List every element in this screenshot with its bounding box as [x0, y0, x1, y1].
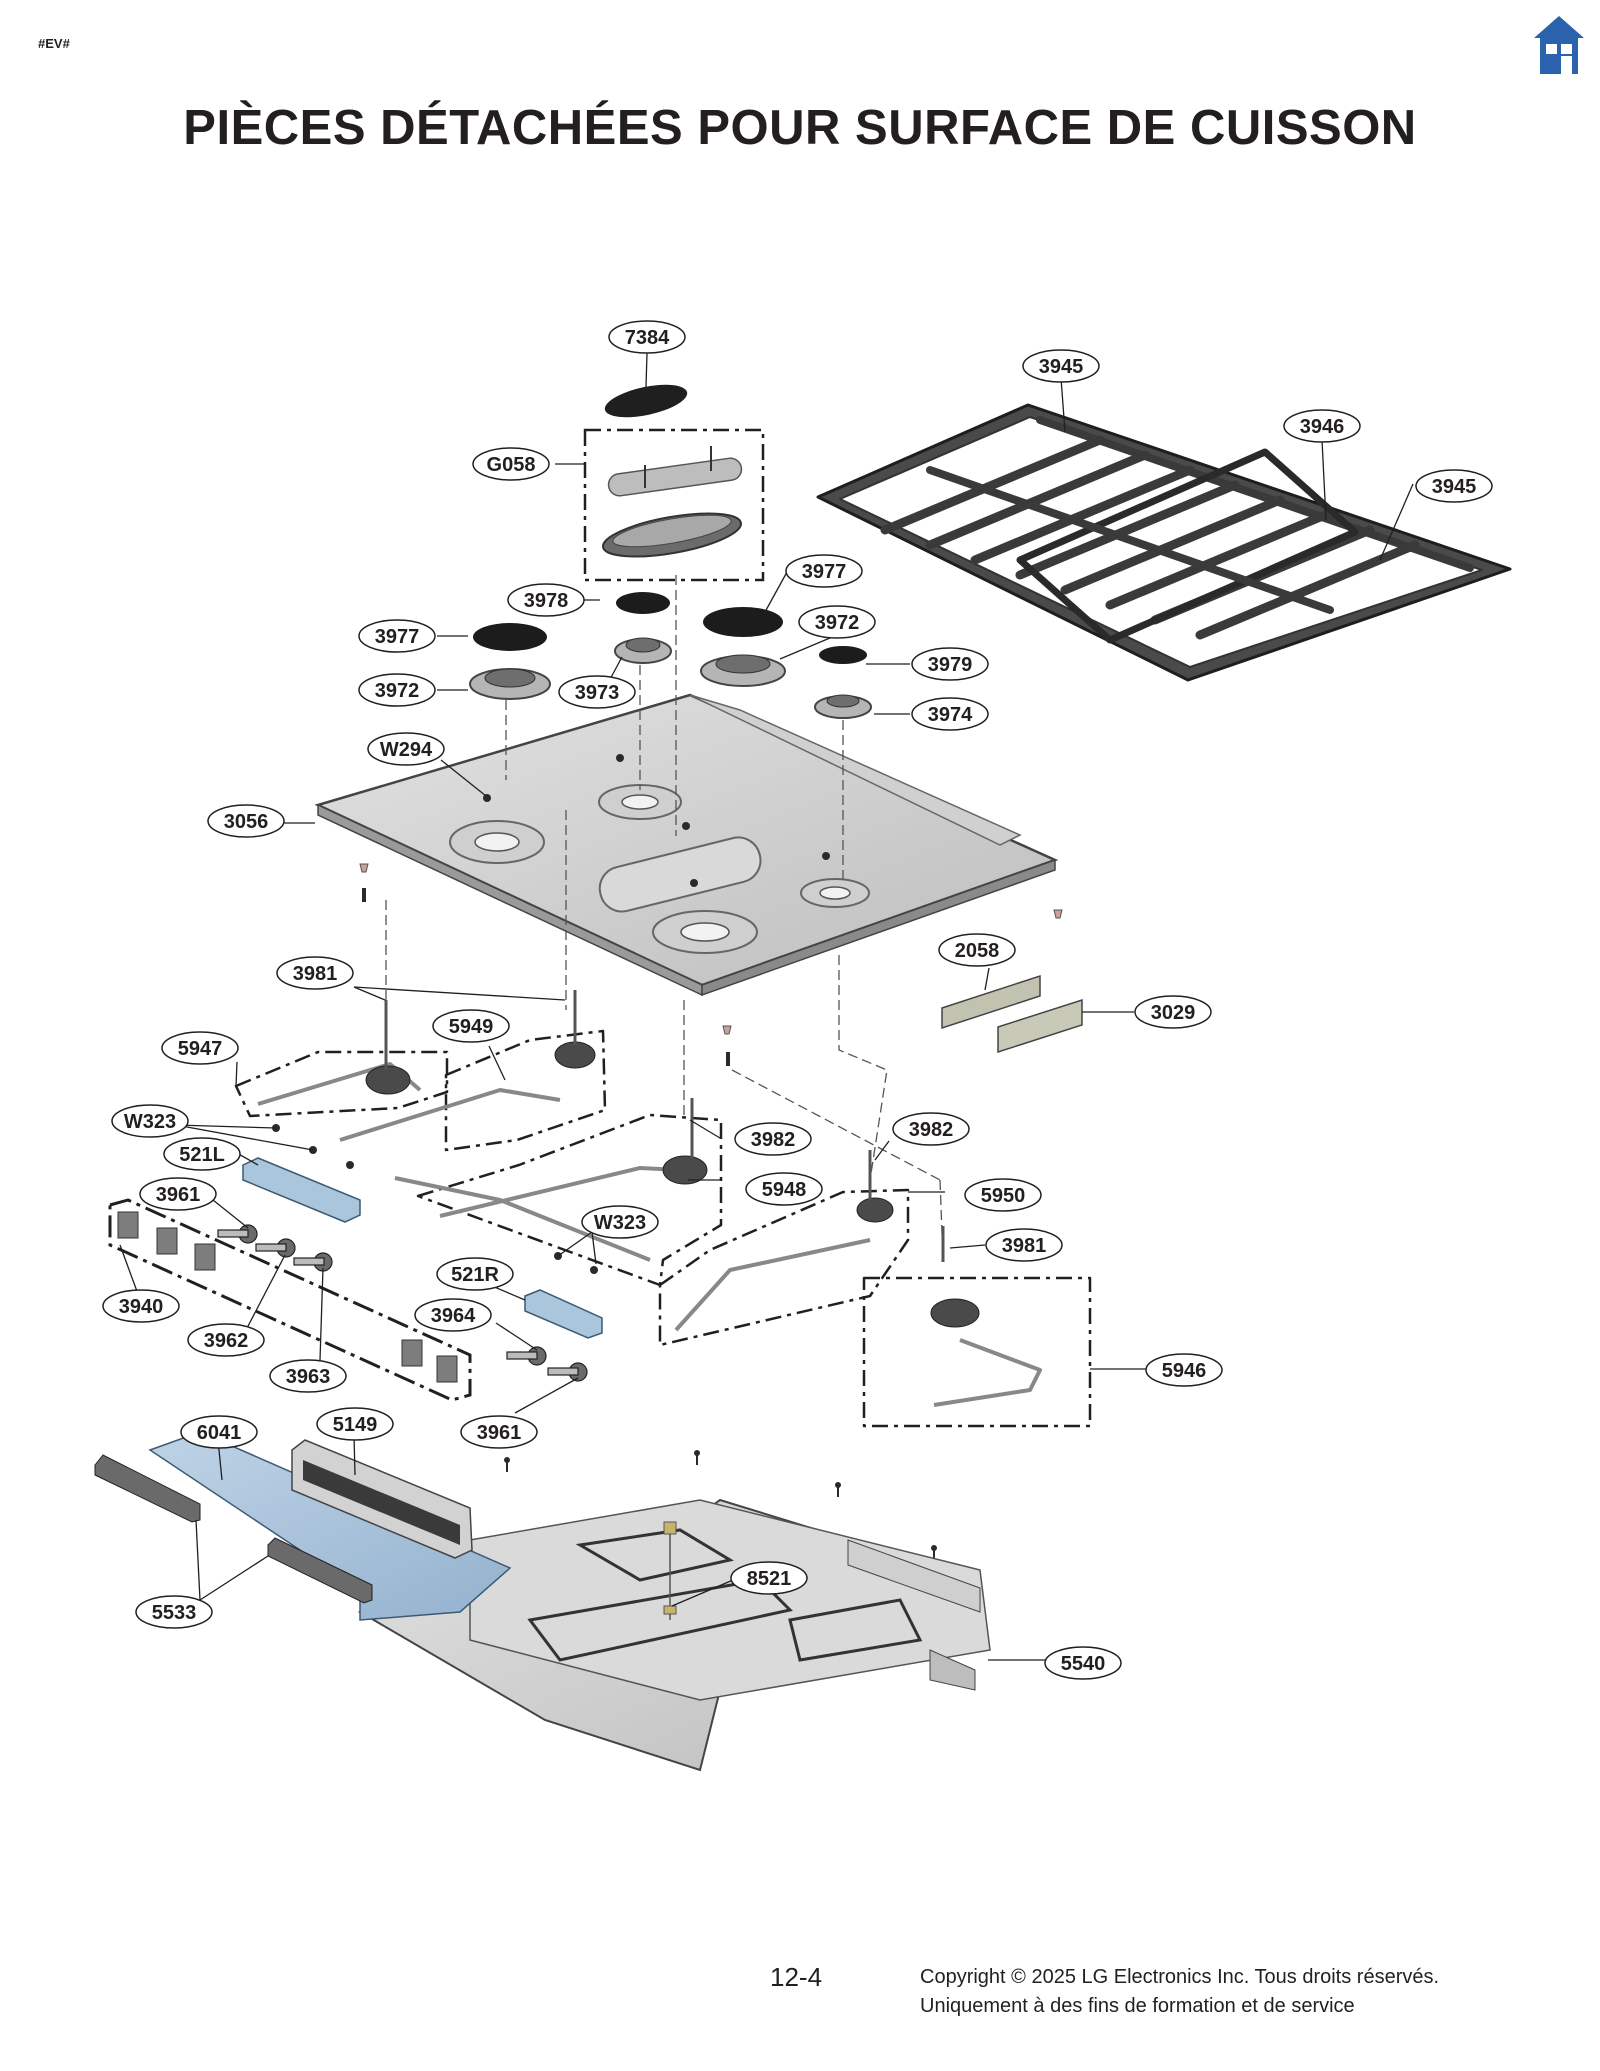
callout-5949: 5949	[449, 1016, 494, 1038]
burner-tube-assemblies	[234, 990, 1092, 1428]
callout-3964: 3964	[431, 1305, 476, 1327]
callout-3972-left: 3972	[375, 680, 420, 702]
callout-3973: 3973	[575, 682, 620, 704]
cooking-grates	[816, 403, 1512, 682]
callout-6041: 6041	[197, 1422, 242, 1444]
ignitor-part	[663, 1521, 677, 1620]
callout-3945-right: 3945	[1432, 476, 1477, 498]
callout-3977-left: 3977	[375, 626, 420, 648]
copyright-notice: Copyright © 2025 LG Electronics Inc. Tou…	[920, 1963, 1439, 2021]
callout-3981-top: 3981	[293, 963, 338, 985]
callout-3961-top: 3961	[156, 1184, 201, 1206]
callout-labels: 7384 3945 3946 3945 G058 3977 3978 3977 …	[119, 327, 1477, 1675]
callout-5947: 5947	[178, 1038, 223, 1060]
cooktop-main-top	[314, 693, 1059, 997]
burner-box-bottom	[357, 1498, 991, 1772]
callout-3029: 3029	[1151, 1002, 1196, 1024]
callout-3978: 3978	[524, 590, 569, 612]
callout-8521: 8521	[747, 1568, 792, 1590]
valve-switches	[108, 1198, 472, 1402]
callout-2058: 2058	[955, 940, 1000, 962]
callout-3982-left: 3982	[751, 1129, 796, 1151]
callout-5540: 5540	[1061, 1653, 1106, 1675]
copyright-line-1: Copyright © 2025 LG Electronics Inc. Tou…	[920, 1966, 1440, 1988]
callout-g058: G058	[487, 454, 536, 476]
callout-3961-bottom: 3961	[477, 1422, 522, 1444]
callout-3979: 3979	[928, 654, 973, 676]
callout-3940: 3940	[119, 1296, 164, 1318]
callout-5948: 5948	[762, 1179, 807, 1201]
burner-caps-and-heads	[469, 592, 872, 719]
gas-manifolds	[242, 1157, 603, 1339]
callout-leader-lines	[119, 352, 1414, 1661]
part-7384-cap	[604, 384, 688, 418]
callout-5149: 5149	[333, 1414, 378, 1436]
callout-bubbles	[102, 320, 1493, 1680]
home-button[interactable]	[1532, 14, 1586, 76]
callout-5950: 5950	[981, 1185, 1026, 1207]
callout-w294: W294	[380, 739, 433, 761]
burner-valves	[217, 1224, 588, 1382]
page-title: PIÈCES DÉTACHÉES POUR SURFACE DE CUISSON	[183, 101, 1417, 155]
callout-521l: 521L	[179, 1144, 225, 1166]
callout-w323-left: W323	[124, 1111, 176, 1133]
callout-7384: 7384	[625, 327, 670, 349]
callout-3945-top: 3945	[1039, 356, 1084, 378]
callout-3981-right: 3981	[1002, 1235, 1047, 1257]
callout-5946: 5946	[1162, 1360, 1207, 1382]
callout-3977-right: 3977	[802, 561, 847, 583]
callout-3962: 3962	[204, 1330, 249, 1352]
callout-521r: 521R	[451, 1264, 499, 1286]
callout-3946: 3946	[1300, 416, 1345, 438]
heat-shields	[94, 1431, 512, 1621]
callout-3974: 3974	[928, 704, 973, 726]
callout-3056: 3056	[224, 811, 269, 833]
home-icon	[1534, 16, 1584, 74]
assembly-guide-lines	[385, 575, 944, 1261]
griddle-burner-assembly	[583, 384, 765, 582]
copyright-line-2: Uniquement à des fins de formation et de…	[920, 1995, 1355, 2017]
callout-5533: 5533	[152, 1602, 197, 1624]
callout-3972-right: 3972	[815, 612, 860, 634]
callout-w323-center: W323	[594, 1212, 646, 1234]
document-tag: #EV#	[38, 36, 70, 51]
spark-module-bracket	[941, 974, 1083, 1054]
page-number: 12-4	[770, 1962, 823, 1992]
callout-3982-right: 3982	[909, 1119, 954, 1141]
callout-3963: 3963	[286, 1366, 331, 1388]
